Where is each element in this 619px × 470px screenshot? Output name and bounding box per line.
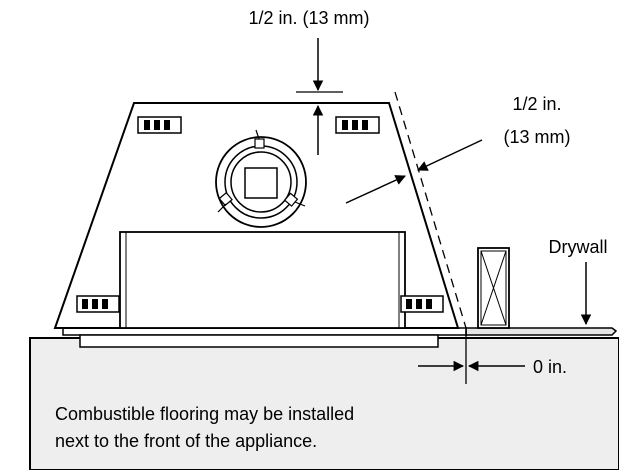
side-clearance-label-line2: (13 mm) (504, 127, 571, 147)
wall-framing-block (477, 247, 510, 329)
vent-grille-top-left (137, 116, 182, 134)
side-clearance-arrow-right (345, 175, 406, 204)
side-clearance-label-line1: 1/2 in. (512, 94, 561, 114)
appliance-base-plate (62, 327, 467, 336)
top-clearance-label: 1/2 in. (13 mm) (248, 8, 369, 28)
vent-grille-bottom-right (400, 295, 444, 313)
flooring-note-line2: next to the front of the appliance. (55, 431, 317, 451)
flue-collar (215, 129, 307, 228)
appliance-firebox (119, 231, 406, 329)
drywall-strip (465, 327, 618, 336)
side-clearance-dashed-line (394, 91, 467, 329)
appliance-base-flange (79, 334, 439, 348)
drywall-label: Drywall (548, 237, 607, 257)
side-clearance-arrow-left (417, 139, 483, 171)
vent-grille-top-right (335, 116, 380, 134)
vent-grille-bottom-left (76, 295, 120, 313)
front-clearance-label: 0 in. (533, 357, 567, 377)
floor-block (29, 337, 619, 470)
flooring-note-line1: Combustible flooring may be installed (55, 404, 354, 424)
